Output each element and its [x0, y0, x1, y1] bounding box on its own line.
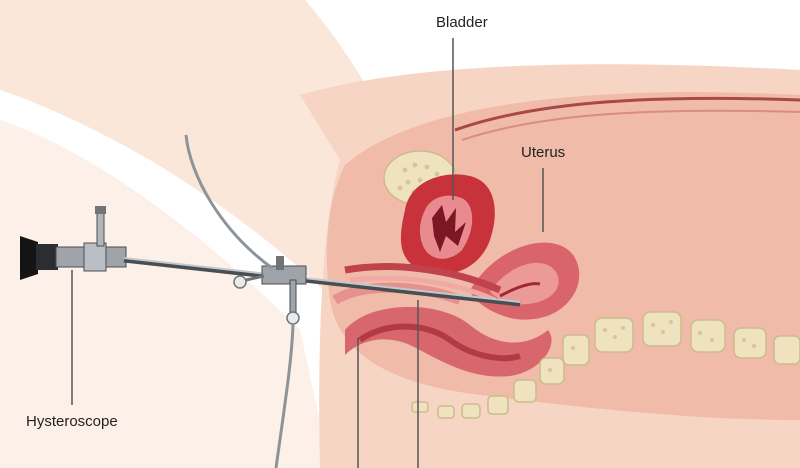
bladder-label: Bladder — [436, 14, 488, 31]
hysteroscope-label: Hysteroscope — [26, 413, 118, 430]
spine-vertebra-dots — [548, 320, 756, 372]
peritoneal-line-inner — [461, 109, 800, 141]
peritoneal-line — [454, 96, 800, 132]
vaginal-canal-lining — [349, 275, 497, 303]
inflow-tube — [184, 134, 273, 270]
outflow-tube — [274, 323, 295, 468]
thigh-skin — [0, 0, 400, 340]
vaginal-canal — [344, 263, 502, 294]
hysteroscope-instrument — [20, 206, 521, 325]
bladder-organ — [400, 174, 495, 275]
lower-thigh-skin — [0, 120, 330, 468]
uterus-label: Uterus — [521, 144, 566, 161]
